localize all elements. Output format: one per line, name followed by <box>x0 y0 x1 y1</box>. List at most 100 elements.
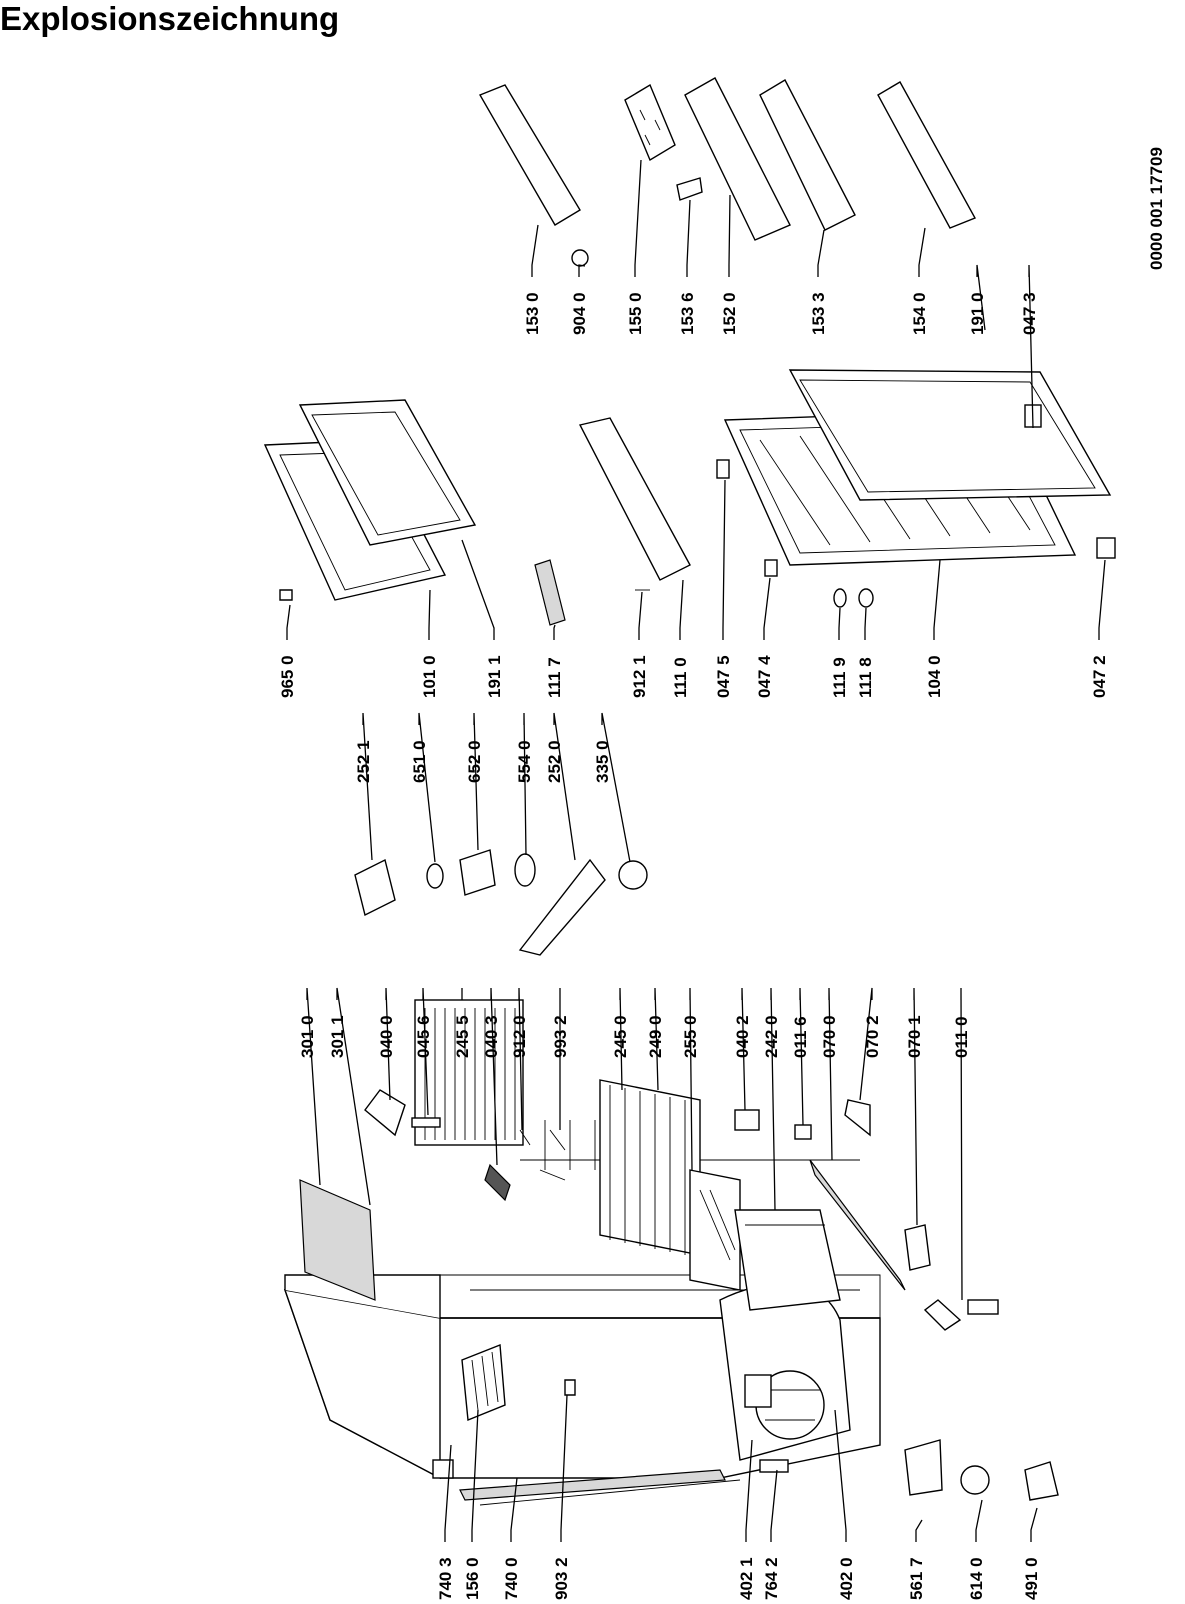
leader-line <box>722 479 726 640</box>
leader-line <box>490 987 498 1166</box>
base-parts <box>432 1379 789 1479</box>
leader-line <box>286 604 291 640</box>
part-label: 153 0 <box>523 292 542 335</box>
leader-line <box>799 987 804 1126</box>
part-label: 047 5 <box>714 655 733 698</box>
part-label: 191 0 <box>968 292 987 335</box>
leader-line <box>428 589 431 640</box>
leader-line <box>686 199 691 277</box>
part-label: 191 1 <box>485 655 504 698</box>
part-label: 652 0 <box>465 740 484 783</box>
leader-line <box>422 987 429 1116</box>
leader-line <box>975 1499 983 1542</box>
condenser-grille <box>459 1469 741 1506</box>
leader-line <box>763 577 771 640</box>
leader-line <box>553 712 576 861</box>
part-label: 252 1 <box>354 740 373 783</box>
part-label: 101 0 <box>420 655 439 698</box>
leader-line <box>444 1444 452 1542</box>
leader-line <box>976 264 986 331</box>
leader-line <box>362 712 373 861</box>
leader-line <box>560 1394 568 1542</box>
part-label: 011 0 <box>952 1016 971 1058</box>
part-label: 011 6 <box>791 1016 810 1058</box>
part-label: 045 6 <box>414 1015 433 1058</box>
part-label: 912 1 <box>630 655 649 698</box>
part-label: 070 2 <box>863 1015 882 1058</box>
leader-line <box>654 987 659 1091</box>
leader-line <box>531 224 539 277</box>
leader-line <box>770 987 776 1211</box>
freezer-door <box>263 399 477 601</box>
part-label: 561 7 <box>907 1557 926 1600</box>
part-label: 912 0 <box>510 1015 529 1058</box>
document-id: 0000 001 17709 <box>1147 147 1166 270</box>
part-label: 651 0 <box>410 740 429 783</box>
door-rail <box>809 1159 906 1291</box>
leader-line <box>578 264 586 277</box>
part-label: 111 0 <box>671 657 690 698</box>
leader-line <box>473 712 479 851</box>
leader-line <box>523 712 527 856</box>
fridge-door <box>723 369 1112 566</box>
part-label: 491 0 <box>1022 1557 1041 1600</box>
leader-line <box>1030 1507 1038 1542</box>
shelf-rails <box>539 1120 621 1181</box>
part-label: 153 3 <box>809 292 828 335</box>
part-label: 402 0 <box>837 1557 856 1600</box>
leader-line <box>828 987 833 1161</box>
part-label: 245 5 <box>453 1015 472 1058</box>
part-label: 402 1 <box>737 1557 756 1600</box>
leader-line <box>518 987 523 1131</box>
part-label: 070 1 <box>905 1015 924 1058</box>
part-label: 903 2 <box>552 1557 571 1600</box>
leader-line <box>728 194 731 277</box>
leader-line <box>1028 264 1034 429</box>
part-label: 111 7 <box>545 657 564 698</box>
leader-line <box>745 1439 753 1542</box>
part-label: 111 8 <box>856 657 875 698</box>
leader-line <box>461 539 495 640</box>
part-label: 255 0 <box>681 1015 700 1058</box>
leader-line <box>336 987 371 1206</box>
leader-line <box>638 591 643 640</box>
part-label: 252 0 <box>545 740 564 783</box>
leader-line <box>933 559 941 640</box>
hinge-parts <box>364 1089 999 1331</box>
loose-service-parts <box>904 1439 1059 1501</box>
part-label: 614 0 <box>967 1557 986 1600</box>
part-label: 040 2 <box>733 1015 752 1058</box>
leader-line <box>838 607 841 640</box>
crisper-drawer <box>734 1209 841 1311</box>
leader-line <box>510 1477 518 1542</box>
part-label: 153 6 <box>678 292 697 335</box>
leader-line <box>679 579 684 640</box>
top-cover-strip <box>299 1179 376 1301</box>
glass-shelf <box>689 1169 741 1291</box>
leader-line <box>619 987 623 1091</box>
leader-line <box>634 159 642 277</box>
part-label: 904 0 <box>570 292 589 335</box>
leader-line <box>817 229 825 277</box>
ice-tray <box>461 1344 506 1421</box>
part-label: 154 0 <box>910 292 929 335</box>
part-label: 047 2 <box>1090 655 1109 698</box>
leader-line <box>770 1469 778 1542</box>
leader-line <box>471 1409 479 1542</box>
leader-line <box>741 987 746 1111</box>
freezer-door-parts <box>279 417 691 626</box>
part-label: 740 3 <box>436 1557 455 1600</box>
leader-line <box>864 607 867 640</box>
leader-line <box>859 987 873 1101</box>
part-label: 156 0 <box>463 1557 482 1600</box>
leader-line <box>385 987 391 1101</box>
part-label: 301 1 <box>328 1015 347 1058</box>
part-label: 301 0 <box>298 1015 317 1058</box>
cabinet-body <box>283 1159 881 1480</box>
leader-line <box>918 227 926 277</box>
part-label: 104 0 <box>925 655 944 698</box>
leader-lines <box>286 159 1106 1542</box>
page-title: Explosionszeichnung <box>0 0 340 37</box>
